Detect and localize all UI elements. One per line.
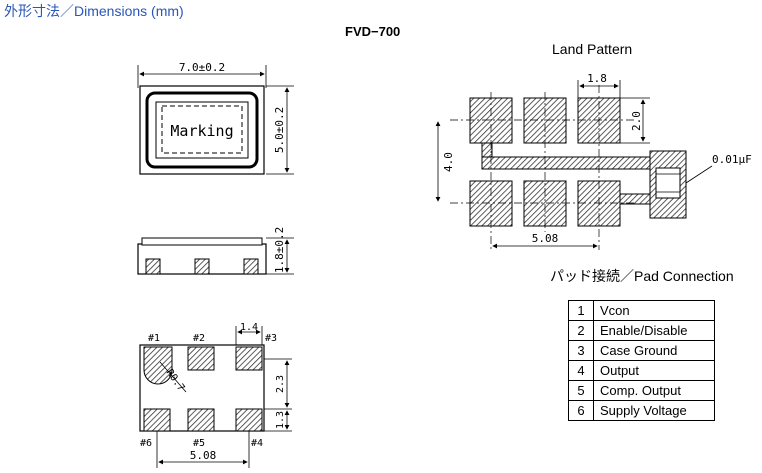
pad-connection-title: パッド接続／Pad Connection: [550, 268, 734, 284]
marking-label: Marking: [170, 122, 233, 140]
pad-number: 2: [568, 320, 594, 341]
capacitor-label: 0.01μF: [712, 153, 752, 166]
pad-function: Enable/Disable: [593, 320, 715, 341]
top-view: 7.0±0.2 Marking 5.0±0.2: [137, 61, 294, 175]
land-pattern-diagram: 1.8 2.0 4.0 5.08 0.01μF: [435, 72, 752, 250]
pad-function: Supply Voltage: [593, 400, 715, 421]
pin-label-4: #4: [251, 438, 263, 449]
pad-number: 4: [568, 360, 594, 381]
pin-label-6: #6: [140, 438, 152, 449]
pad-function: Output: [593, 360, 715, 381]
model-label: FVD−700: [345, 24, 401, 39]
land-row-span-dimension: 4.0: [442, 152, 455, 172]
side-height-dimension: 1.8±0.2: [273, 227, 286, 273]
pin-label-5: #5: [193, 438, 205, 449]
pad-number: 3: [568, 340, 594, 361]
pad-number: 6: [568, 400, 594, 421]
pad-width-dimension: 1.4: [240, 322, 258, 333]
pitch-dimension: 2.3: [275, 375, 286, 393]
land-span-dimension: 5.08: [532, 232, 559, 245]
pin-label-1: #1: [148, 333, 160, 344]
pad-function: Comp. Output: [593, 380, 715, 401]
side-view: 1.8±0.2: [137, 227, 294, 275]
bottom-span-dimension: 5.08: [190, 449, 217, 462]
pin-label-2: #2: [193, 333, 205, 344]
pad-number: 5: [568, 380, 594, 401]
edge-dimension: 1.3: [275, 411, 286, 429]
height-dimension: 5.0±0.2: [273, 107, 286, 153]
pad-number: 1: [568, 300, 594, 321]
page-title: 外形寸法／Dimensions (mm): [4, 3, 184, 19]
pin-label-3: #3: [265, 333, 277, 344]
pad-function: Vcon: [593, 300, 715, 321]
land-pad-width-dimension: 1.8: [587, 72, 607, 85]
pad-function: Case Ground: [593, 340, 715, 361]
land-pattern-title: Land Pattern: [552, 41, 633, 57]
width-dimension: 7.0±0.2: [179, 61, 225, 74]
land-pad-height-dimension: 2.0: [630, 111, 643, 131]
bottom-view: #1 #2 #3 #6 #5 #4 1.4 R0.7 2.3 1.3 5.08: [139, 322, 292, 468]
